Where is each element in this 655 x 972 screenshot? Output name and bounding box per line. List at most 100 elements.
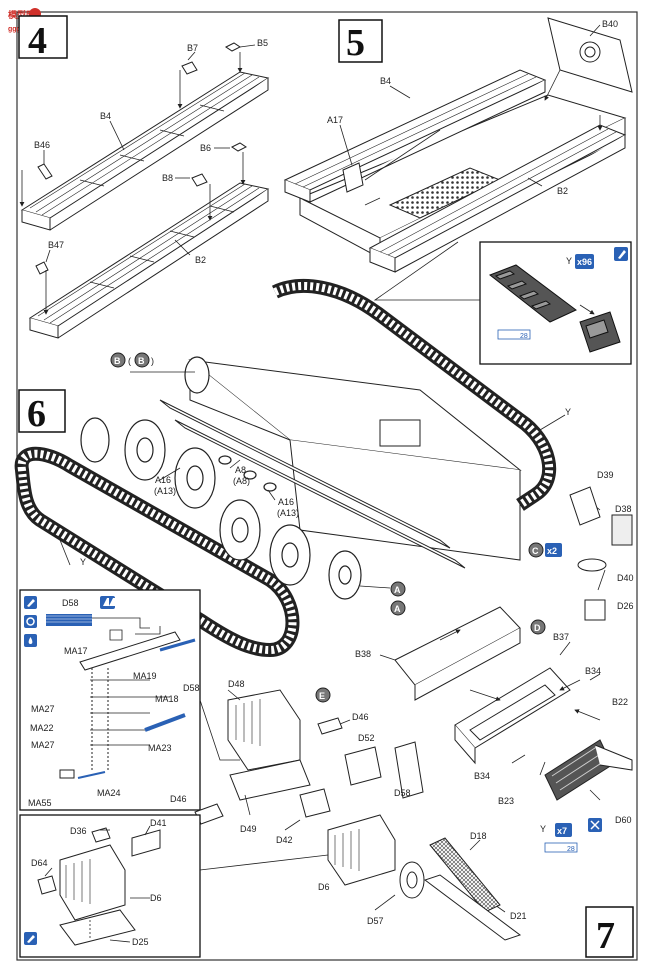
glue-drop-icon <box>24 634 37 647</box>
label-b2: B2 <box>195 255 206 265</box>
engine-d6 <box>327 814 396 886</box>
inset-label-ma17: MA17 <box>64 646 88 656</box>
label-b34-b: B34 <box>474 771 490 781</box>
label-d52: D52 <box>358 733 375 743</box>
paint-brush-icon <box>614 247 628 261</box>
label-d49: D49 <box>240 824 257 834</box>
track-links <box>488 264 621 353</box>
label-a17: A17 <box>327 115 343 125</box>
part-a17 <box>342 162 364 193</box>
label-b47: B47 <box>48 240 64 250</box>
label-b40: B40 <box>602 19 618 29</box>
label-a8b: (A8) <box>233 476 250 486</box>
inset7-label-d36: D36 <box>70 826 87 836</box>
leaders-inset7 <box>44 825 151 943</box>
detail-inset: D58 MA17 MA19 D58 MA18 MA27 MA22 MA27 MA… <box>19 589 240 811</box>
label-d26: D26 <box>617 601 634 611</box>
inset-label-d58: D58 <box>183 683 200 693</box>
label-track-y: Y <box>566 256 572 266</box>
reference-tag: 28 <box>497 329 531 340</box>
inset7-label-d25: D25 <box>132 937 149 947</box>
paren-close: ) <box>151 356 154 366</box>
paren-open: ( <box>128 356 131 366</box>
label-d60: D60 <box>615 815 632 825</box>
label-y-left: Y <box>80 557 86 567</box>
step-6: 6 <box>14 279 634 658</box>
label-d46-a: D46 <box>352 712 369 722</box>
label-d18: D18 <box>470 831 487 841</box>
part-b2-lower-rail <box>368 124 627 273</box>
watermark-line1: 模型网 <box>8 9 35 20</box>
road-wheels <box>80 356 362 600</box>
label-d40: D40 <box>617 573 634 583</box>
label-b38: B38 <box>355 649 371 659</box>
inset-label-ma23: MA23 <box>148 743 172 753</box>
label-d42: D42 <box>276 835 293 845</box>
label-a16-2: A16 <box>278 497 294 507</box>
step-4-number: 4 <box>28 20 47 62</box>
label-b22: B22 <box>612 697 628 707</box>
gear-icon <box>24 615 37 628</box>
armor-plate-b38 <box>394 606 521 701</box>
badge-b1: B <box>114 356 121 366</box>
step-7: E D <box>170 606 634 958</box>
inset-label-ma27-1: MA27 <box>31 704 55 714</box>
step-4: 4 <box>18 15 270 339</box>
label-a13-1: (A13) <box>154 486 176 496</box>
badge-a-pair: A A <box>390 581 406 616</box>
inset-label-d58-top: D58 <box>62 598 79 608</box>
label-d58-step7: D58 <box>394 788 411 798</box>
badge-d: D <box>530 619 546 635</box>
label-b4-step5: B4 <box>380 76 391 86</box>
step-6-number: 6 <box>27 393 46 435</box>
label-b6: B6 <box>200 143 211 153</box>
suspension-rails <box>159 399 466 569</box>
label-b2-step5: B2 <box>557 186 568 196</box>
frame-b37 <box>454 667 571 765</box>
badge-d-letter: D <box>534 623 541 633</box>
part-b4-upper-rail <box>283 69 547 203</box>
track-ref: 28 <box>520 333 528 340</box>
inset7-label-d6: D6 <box>150 893 162 903</box>
label-b7: B7 <box>187 43 198 53</box>
label-b37: B37 <box>553 632 569 642</box>
label-b34-a: B34 <box>585 666 601 676</box>
grille-d60 <box>544 739 633 801</box>
inset7-label-d64: D64 <box>31 858 48 868</box>
headlight-parts <box>569 486 633 621</box>
badge-e: E <box>315 687 331 703</box>
step-7-number: 7 <box>596 915 615 957</box>
badge-c-letter: C <box>532 546 539 556</box>
inset-label-ma18: MA18 <box>155 694 179 704</box>
label-a13-2: (A13) <box>277 508 299 518</box>
inset-label-ma19: MA19 <box>133 671 157 681</box>
label-y-right: Y <box>565 407 571 417</box>
inset-engine <box>37 827 161 946</box>
inset-icons <box>24 596 115 647</box>
step7-inset: D36 D41 D64 D6 D25 <box>19 814 329 958</box>
badge-b-pair: B ( B ) <box>110 352 154 368</box>
engine-d48 <box>227 689 311 801</box>
label-d38: D38 <box>615 504 632 514</box>
inset-label-ma22: MA22 <box>30 723 54 733</box>
pulley-d57 <box>399 861 425 899</box>
badge-b2: B <box>138 356 145 366</box>
part-b40-plate <box>547 17 633 93</box>
hull-body <box>188 359 522 561</box>
badge-c: C x2 <box>528 542 562 558</box>
paint-brush-icon <box>24 932 37 945</box>
step-5: 5 <box>283 17 633 273</box>
track-count: x96 <box>577 257 592 267</box>
label-d46-b: D46 <box>170 794 187 804</box>
part-ref-icon <box>588 818 602 832</box>
part-b4-rail <box>20 71 270 231</box>
count-badge <box>575 254 594 269</box>
sprue-d58 <box>46 614 161 641</box>
step7-y-count: x7 <box>557 826 567 836</box>
inset-label-ma55: MA55 <box>28 798 52 808</box>
part-ref-icon <box>100 596 115 609</box>
label-y-step7: Y <box>540 824 546 834</box>
inset-label-ma27-2: MA27 <box>31 740 55 750</box>
badge-e-letter: E <box>319 691 325 701</box>
